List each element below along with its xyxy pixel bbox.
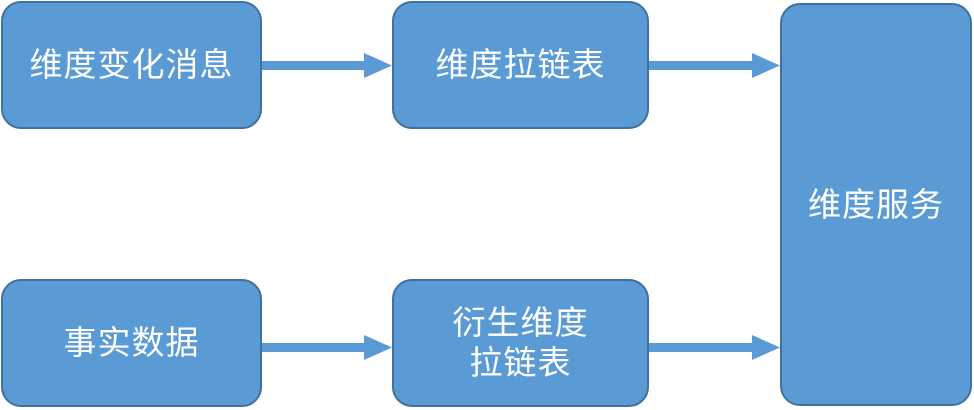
node-label: 维度拉链表	[435, 45, 606, 85]
node-dim-change-message: 维度变化消息	[1, 1, 262, 129]
node-dim-service: 维度服务	[780, 3, 972, 406]
node-derived-dim-zipper-table: 衍生维度 拉链表	[392, 279, 649, 407]
node-fact-data: 事实数据	[1, 279, 262, 407]
node-label: 衍生维度 拉链表	[452, 303, 589, 382]
node-label: 维度变化消息	[29, 45, 234, 85]
node-dim-zipper-table: 维度拉链表	[392, 1, 649, 129]
node-label: 维度服务	[808, 184, 944, 224]
arrow-dim-change-to-dim-zipper	[262, 53, 392, 78]
arrow-dim-zipper-to-dim-service	[649, 53, 780, 78]
arrow-derived-zipper-to-dim-service	[649, 335, 780, 360]
arrow-fact-to-derived-zipper	[262, 335, 392, 360]
node-label: 事实数据	[63, 323, 200, 363]
